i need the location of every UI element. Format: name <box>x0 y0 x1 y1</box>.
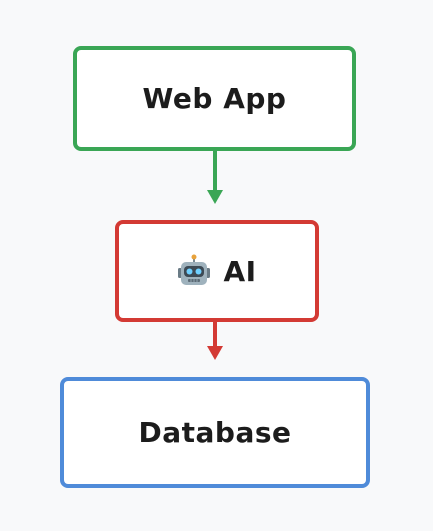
web-app-node: Web App <box>73 46 356 151</box>
robot-icon <box>178 254 211 285</box>
database-label: Database <box>138 416 292 449</box>
ai-node: AI <box>115 220 319 322</box>
edge-web-app-to-ai <box>207 149 223 204</box>
ai-label: AI <box>223 254 257 288</box>
web-app-label: Web App <box>142 82 287 115</box>
database-node: Database <box>60 377 370 488</box>
edge-ai-to-database <box>207 320 223 360</box>
